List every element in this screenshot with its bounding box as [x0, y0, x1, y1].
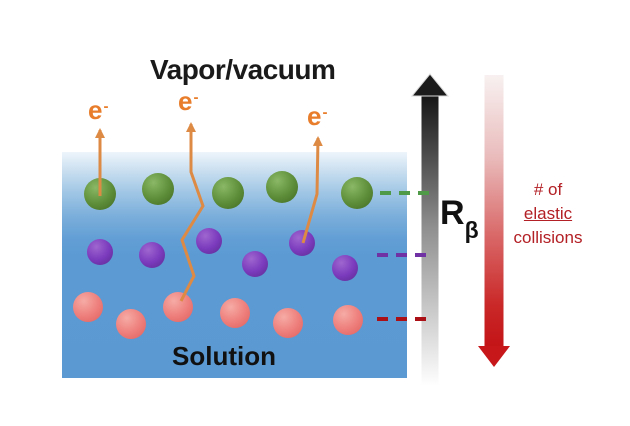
- pink-sphere: [116, 309, 146, 339]
- electron-label-2: e-: [178, 86, 199, 116]
- electron-charge-sign: -: [193, 89, 199, 107]
- green-sphere: [142, 173, 174, 205]
- green-sphere: [266, 171, 298, 203]
- collisions-line-2: elastic: [523, 204, 573, 223]
- green-sphere: [212, 177, 244, 209]
- elastic-collisions-label: # of elastic collisions: [496, 178, 600, 250]
- electron-label-3: e-: [307, 101, 328, 131]
- pink-sphere: [333, 305, 363, 335]
- electron-symbol: e: [307, 101, 322, 131]
- r-beta-subscript: β: [464, 216, 479, 243]
- pink-sphere: [273, 308, 303, 338]
- electron-charge-sign: -: [103, 98, 109, 116]
- collisions-line-1: # of: [533, 180, 563, 199]
- purple-sphere: [87, 239, 113, 265]
- purple-sphere: [289, 230, 315, 256]
- purple-sphere: [332, 255, 358, 281]
- purple-sphere: [196, 228, 222, 254]
- electron-label-1: e-: [88, 95, 109, 125]
- electron-symbol: e: [178, 86, 193, 116]
- vapor-vacuum-label: Vapor/vacuum: [150, 54, 336, 85]
- electron-symbol: e: [88, 95, 103, 125]
- electron-charge-sign: -: [322, 104, 328, 122]
- r-beta-label: Rβ: [440, 194, 479, 241]
- collisions-line-3: collisions: [513, 228, 583, 247]
- purple-sphere: [242, 251, 268, 277]
- pink-sphere: [73, 292, 103, 322]
- green-sphere: [341, 177, 373, 209]
- solution-label: Solution: [172, 341, 276, 371]
- r-beta-main: R: [440, 194, 465, 232]
- purple-sphere: [139, 242, 165, 268]
- green-sphere: [84, 178, 116, 210]
- pink-sphere: [220, 298, 250, 328]
- pink-sphere: [163, 292, 193, 322]
